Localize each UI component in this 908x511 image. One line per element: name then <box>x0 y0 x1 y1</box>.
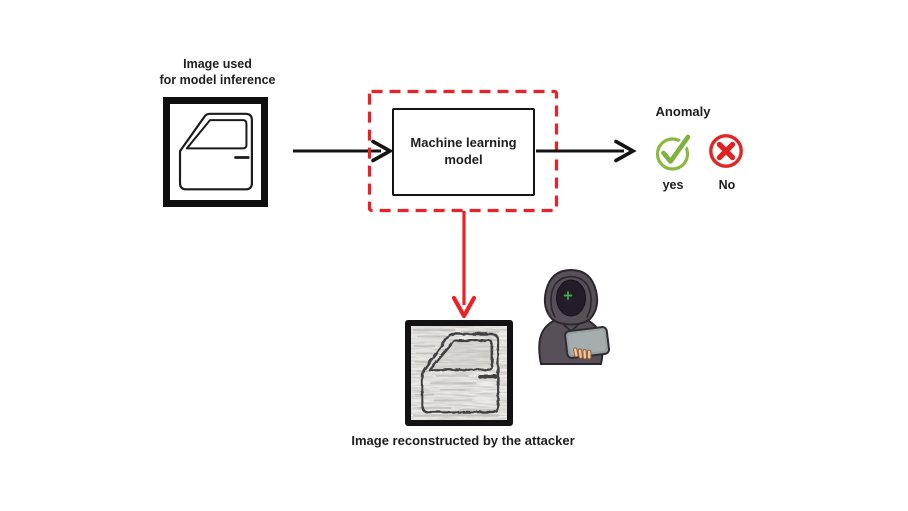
reconstructed-door-icon <box>411 326 507 420</box>
ml-model-label: Machine learning model <box>410 135 517 167</box>
yes-label: yes <box>662 178 684 192</box>
reconstructed-image-label: Image reconstructed by the attacker <box>351 433 575 448</box>
reconstruction-arrow <box>451 211 477 319</box>
flow-arrow-model-to-output <box>536 139 637 163</box>
hacker-icon <box>538 269 611 365</box>
flow-arrow-input-to-model <box>293 139 394 163</box>
cross-icon <box>709 134 743 168</box>
reconstructed-image-frame <box>405 320 513 426</box>
anomaly-label: Anomaly <box>655 104 711 119</box>
input-image-label: Image used for model inference <box>159 57 276 88</box>
input-image-frame <box>163 97 268 207</box>
car-door-icon <box>178 112 253 191</box>
ml-model-box: Machine learning model <box>392 108 535 196</box>
check-icon <box>655 132 693 171</box>
no-label: No <box>718 178 736 192</box>
